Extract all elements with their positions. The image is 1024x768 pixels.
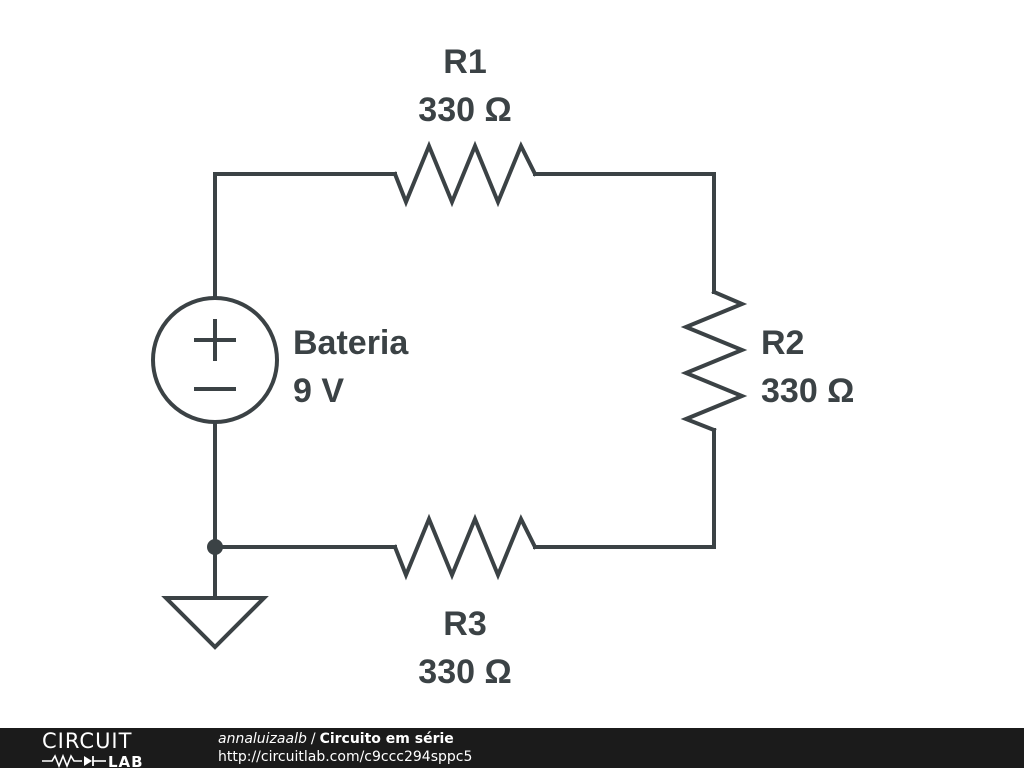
r3-value-label: 330 Ω bbox=[418, 653, 511, 691]
r2-value-label: 330 Ω bbox=[761, 372, 854, 410]
circuit-title[interactable]: Circuito em série bbox=[319, 731, 454, 747]
author-link[interactable]: annaluizaalb bbox=[218, 731, 307, 747]
wire-left-top bbox=[213, 172, 397, 300]
wire-bottom-left bbox=[213, 421, 397, 549]
circuit-diagram: R1 330 Ω R2 330 Ω Bateria 9 V R3 330 Ω bbox=[151, 43, 854, 691]
battery-source[interactable] bbox=[151, 296, 279, 424]
circuitlab-logo[interactable]: CIRCUIT LAB bbox=[40, 728, 180, 768]
resistor-r1[interactable] bbox=[392, 140, 538, 208]
logo-text-circuit: CIRCUIT bbox=[42, 729, 132, 753]
ground-icon[interactable] bbox=[161, 596, 269, 650]
wire-top-right bbox=[533, 172, 716, 294]
battery-circle bbox=[151, 296, 279, 424]
r2-name-label: R2 bbox=[761, 324, 804, 362]
resistor-r2[interactable] bbox=[680, 289, 748, 433]
footer-bar: CIRCUIT LAB annaluizaalb/Circuito em sér… bbox=[0, 728, 1024, 768]
battery-value-label: 9 V bbox=[293, 372, 344, 410]
junction-node bbox=[207, 539, 223, 555]
battery-name-label: Bateria bbox=[293, 324, 409, 362]
circuit-url-link[interactable]: http://circuitlab.com/c9ccc294sppc5 bbox=[218, 749, 473, 765]
wire-right-bottom bbox=[533, 428, 716, 549]
logo-diode-icon bbox=[84, 756, 92, 766]
r1-name-label: R1 bbox=[443, 43, 486, 81]
footer-separator: / bbox=[310, 731, 316, 747]
logo-text-lab: LAB bbox=[108, 753, 144, 768]
resistor-r3[interactable] bbox=[392, 513, 538, 581]
r1-value-label: 330 Ω bbox=[418, 91, 511, 129]
logo-resistor-icon bbox=[42, 753, 82, 768]
r3-name-label: R3 bbox=[443, 605, 486, 643]
footer-info: annaluizaalb/Circuito em série http://ci… bbox=[218, 730, 472, 766]
